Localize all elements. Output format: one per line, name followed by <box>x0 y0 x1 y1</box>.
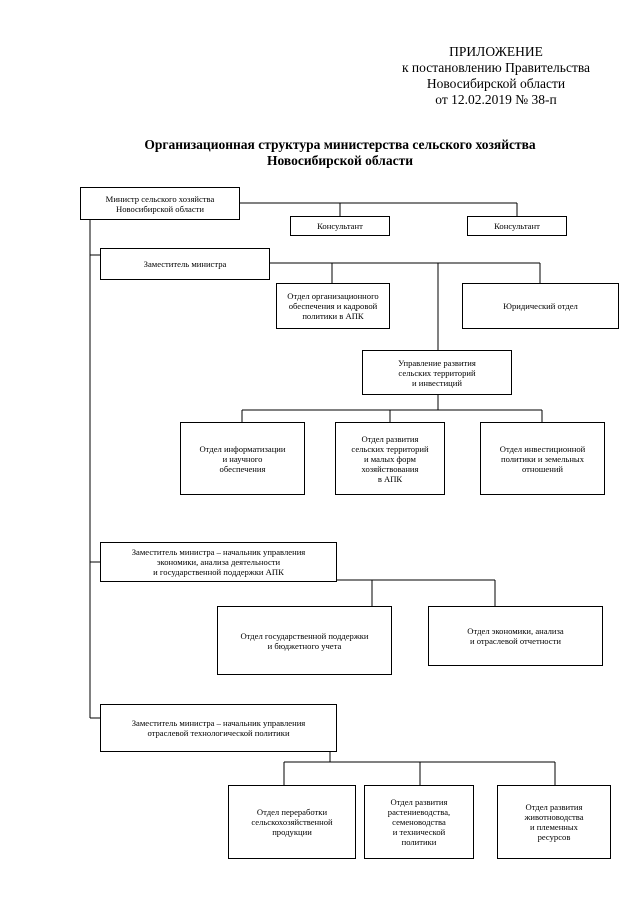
deputy-minister-3-box: Заместитель министра – начальник управле… <box>100 704 337 752</box>
livestock-dept-label: Отдел развития животноводства и племенны… <box>524 802 584 842</box>
support-dept-label: Отдел государственной поддержки и бюджет… <box>240 630 369 651</box>
processing-dept-box: Отдел переработки сельскохозяйственной п… <box>228 785 356 859</box>
crop-dept-label: Отдел развития растениеводства, семеново… <box>387 797 451 847</box>
processing-dept-label: Отдел переработки сельскохозяйственной п… <box>251 807 333 837</box>
deputy-minister-1-label: Заместитель министра <box>143 259 227 269</box>
econ-dept-box: Отдел экономики, анализа и отраслевой от… <box>428 606 603 666</box>
legal-dept-box: Юридический отдел <box>462 283 619 329</box>
it-dept-box: Отдел информатизации и научного обеспече… <box>180 422 305 495</box>
crop-dept-box: Отдел развития растениеводства, семеново… <box>364 785 474 859</box>
deputy-minister-3-label: Заместитель министра – начальник управле… <box>131 718 306 738</box>
invest-dept-box: Отдел инвестиционной политики и земельны… <box>480 422 605 495</box>
consultant-1-label: Консультант <box>317 221 363 231</box>
org-dept-box: Отдел организационного обеспечения и кад… <box>276 283 390 329</box>
livestock-dept-box: Отдел развития животноводства и племенны… <box>497 785 611 859</box>
consultant-1-box: Консультант <box>290 216 390 236</box>
header-appendix: ПРИЛОЖЕНИЕ <box>449 44 543 59</box>
deputy-minister-1-box: Заместитель министра <box>100 248 270 280</box>
rural-dept-label: Отдел развития сельских территорий и мал… <box>351 433 429 484</box>
deputy-minister-2-label: Заместитель министра – начальник управле… <box>131 547 306 577</box>
title-line-2: Новосибирской области <box>266 152 414 168</box>
invest-dept-label: Отдел инвестиционной политики и земельны… <box>499 443 586 474</box>
title-line-1: Организационная структура министерства с… <box>144 137 536 152</box>
org-dept-label: Отдел организационного обеспечения и кад… <box>287 291 379 321</box>
header-resolution: к постановлению Правительства <box>401 60 591 75</box>
page-title: Организационная структура министерства с… <box>60 137 620 168</box>
document-header: ПРИЛОЖЕНИЕ к постановлению Правительства… <box>380 44 612 108</box>
consultant-2-box: Консультант <box>467 216 567 236</box>
minister-box: Министр сельского хозяйства Новосибирско… <box>80 187 240 220</box>
header-date-number: от 12.02.2019 № 38-п <box>435 92 557 107</box>
rural-admin-box: Управление развития сельских территорий … <box>362 350 512 395</box>
header-region: Новосибирской области <box>426 76 566 91</box>
deputy-minister-2-box: Заместитель министра – начальник управле… <box>100 542 337 582</box>
rural-admin-label: Управление развития сельских территорий … <box>398 357 476 388</box>
legal-dept-label: Юридический отдел <box>503 301 578 311</box>
rural-dept-box: Отдел развития сельских территорий и мал… <box>335 422 445 495</box>
consultant-2-label: Консультант <box>494 221 540 231</box>
it-dept-label: Отдел информатизации и научного обеспече… <box>199 443 286 474</box>
econ-dept-label: Отдел экономики, анализа и отраслевой от… <box>467 626 564 646</box>
minister-label: Министр сельского хозяйства Новосибирско… <box>105 193 215 214</box>
support-dept-box: Отдел государственной поддержки и бюджет… <box>217 606 392 675</box>
